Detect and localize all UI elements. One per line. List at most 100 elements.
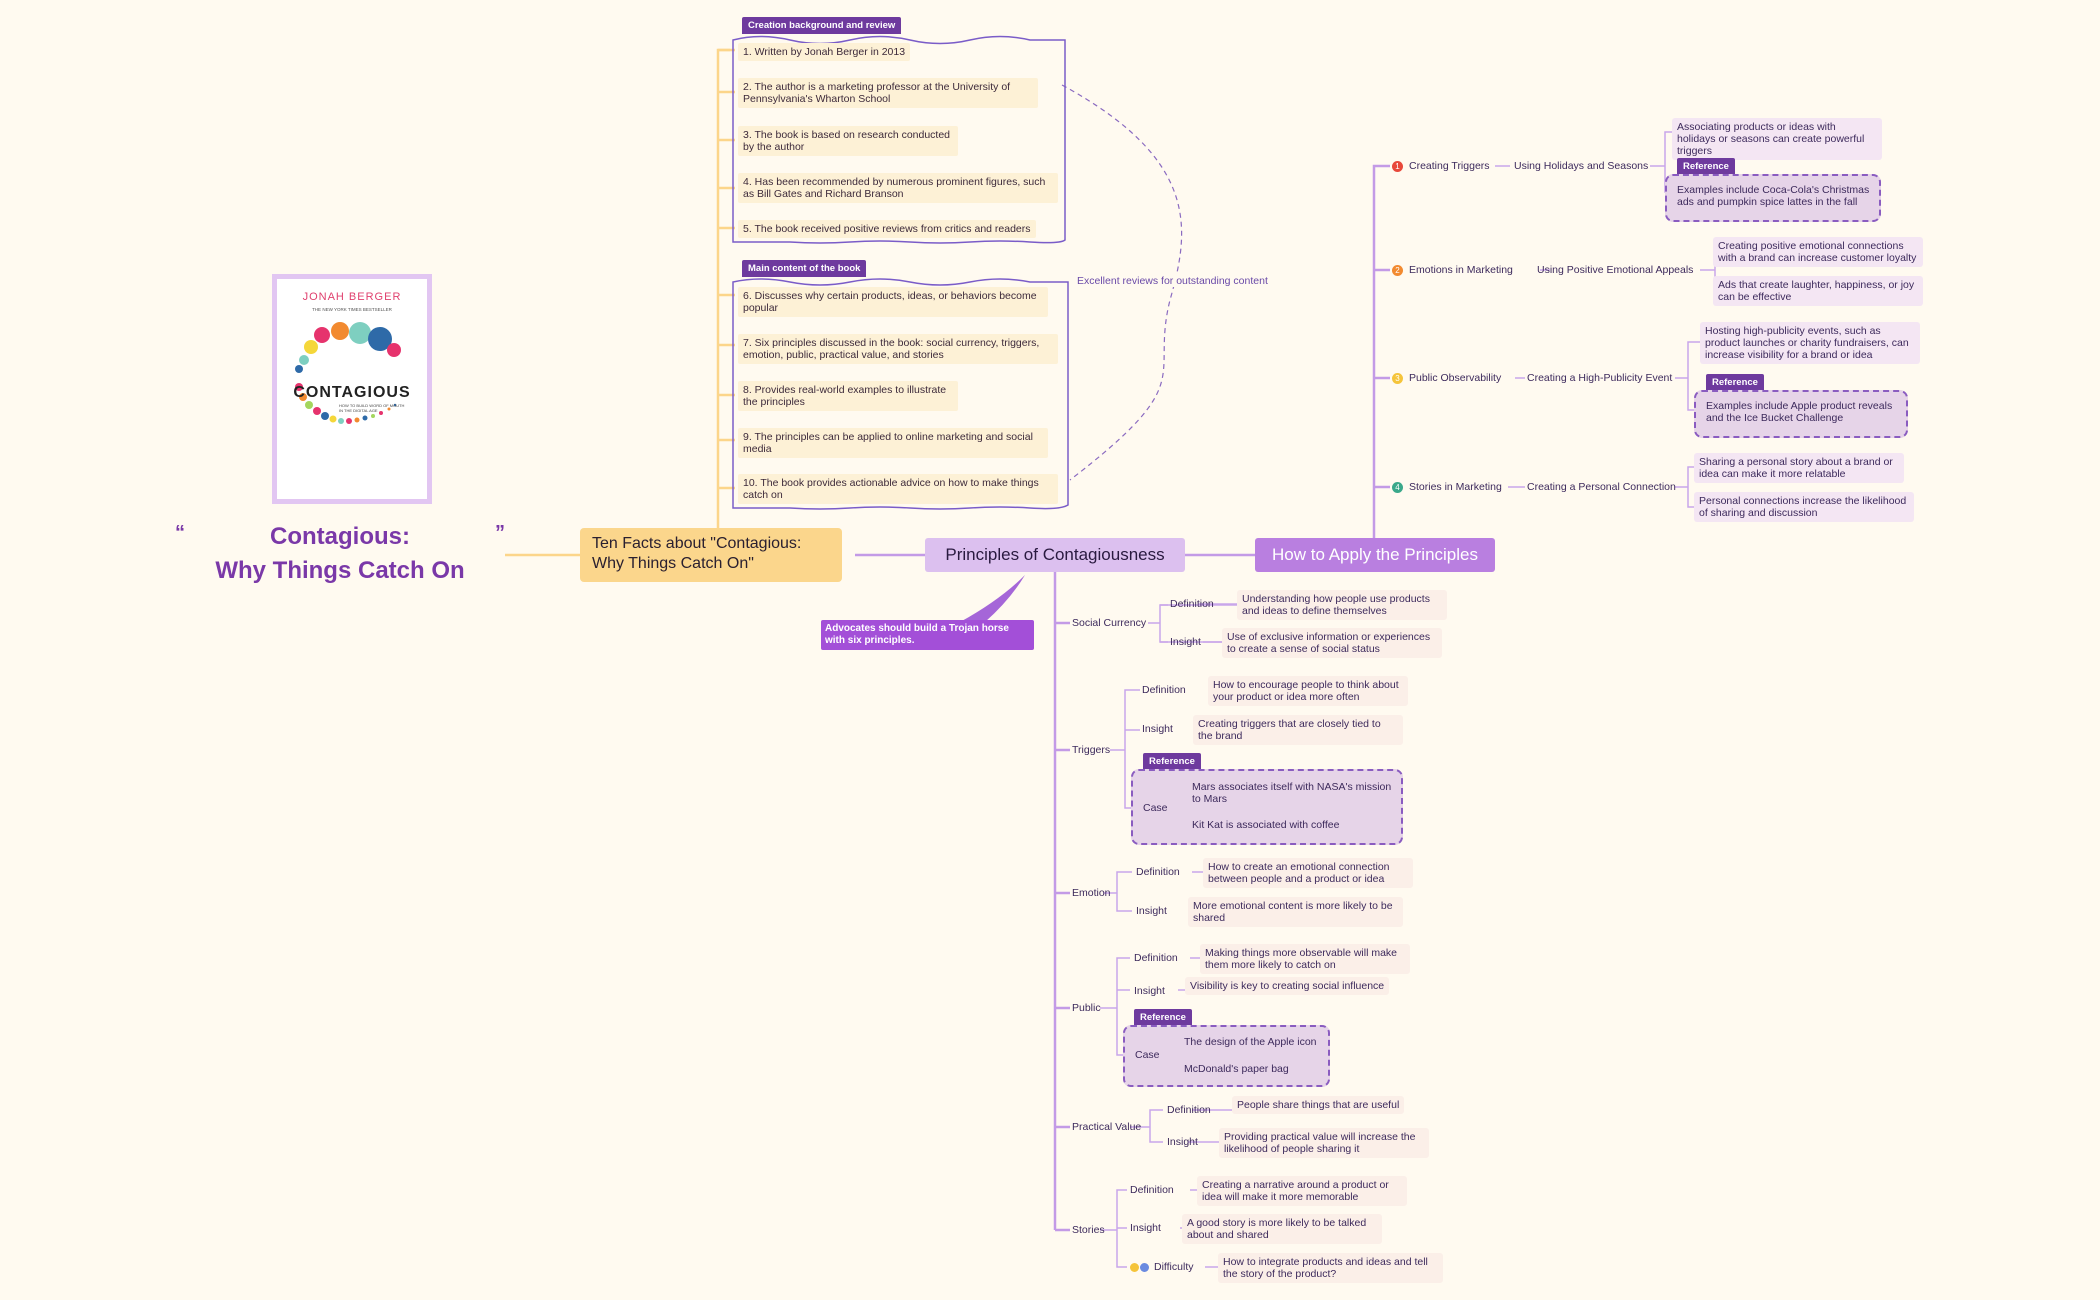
facts-boundary-1 bbox=[732, 35, 1066, 244]
apply-node[interactable]: How to Apply the Principles bbox=[1255, 538, 1495, 572]
principles-title: Principles of Contagiousness bbox=[945, 545, 1165, 564]
principle-stories[interactable]: Stories bbox=[1072, 1224, 1105, 1236]
priority-3-icon: 3 bbox=[1392, 372, 1403, 384]
public-case-label[interactable]: Case bbox=[1135, 1049, 1160, 1061]
public-insight-label[interactable]: Insight bbox=[1134, 985, 1165, 997]
apply-3-reference-box[interactable] bbox=[1694, 390, 1908, 438]
triggers-reference-box[interactable] bbox=[1131, 769, 1403, 845]
callout-text: Advocates should build a Trojan horse wi… bbox=[825, 623, 1009, 646]
fact-1[interactable]: 1. Written by Jonah Berger in 2013 bbox=[738, 43, 911, 61]
cover-art bbox=[295, 322, 401, 424]
fact-7[interactable]: 7. Six principles discussed in the book:… bbox=[738, 334, 1058, 364]
apply-1-reference-box[interactable] bbox=[1665, 174, 1881, 222]
fact-4[interactable]: 4. Has been recommended by numerous prom… bbox=[738, 173, 1058, 203]
stories-definition[interactable]: Creating a narrative around a product or… bbox=[1197, 1176, 1407, 1206]
facts-group-1-tag[interactable]: Creation background and review bbox=[742, 17, 902, 34]
social-currency-insight[interactable]: Use of exclusive information or experien… bbox=[1222, 628, 1442, 658]
sub-connectors bbox=[1100, 131, 1720, 1268]
practical-insight[interactable]: Providing practical value will increase … bbox=[1219, 1128, 1429, 1158]
triggers-case-1[interactable]: Mars associates itself with NASA's missi… bbox=[1192, 781, 1392, 805]
fact-9[interactable]: 9. The principles can be applied to onli… bbox=[738, 428, 1048, 458]
stories-definition-label[interactable]: Definition bbox=[1130, 1184, 1174, 1196]
apply-item-4-name: Stories in Marketing bbox=[1409, 481, 1502, 493]
triggers-definition-label[interactable]: Definition bbox=[1142, 684, 1186, 696]
emotion-insight[interactable]: More emotional content is more likely to… bbox=[1188, 897, 1403, 927]
stories-difficulty-label[interactable]: Difficulty bbox=[1130, 1261, 1193, 1273]
apply-title: How to Apply the Principles bbox=[1272, 545, 1478, 564]
fact-3[interactable]: 3. The book is based on research conduct… bbox=[738, 126, 958, 156]
trojan-horse-callout[interactable]: Advocates should build a Trojan horse wi… bbox=[821, 620, 1034, 650]
triggers-reference-tag[interactable]: Reference bbox=[1143, 753, 1201, 770]
apply-3-reference-tag[interactable]: Reference bbox=[1706, 374, 1764, 391]
title-line-1: Contagious: bbox=[270, 523, 410, 550]
cover-subtitle: HOW TO BUILD WORD OF MOUTH IN THE DIGITA… bbox=[339, 403, 405, 413]
facts-boundary-2 bbox=[732, 278, 1069, 510]
quote-open: “ bbox=[175, 522, 185, 544]
book-cover[interactable]: JONAH BERGER THE NEW YORK TIMES BESTSELL… bbox=[272, 274, 432, 504]
apply-1-reference-tag[interactable]: Reference bbox=[1677, 158, 1735, 175]
stories-insight[interactable]: A good story is more likely to be talked… bbox=[1182, 1214, 1382, 1244]
ten-facts-title: Ten Facts about "Contagious: Why Things … bbox=[592, 535, 802, 572]
practical-definition[interactable]: People share things that are useful bbox=[1232, 1096, 1405, 1114]
facts-group-2-tag[interactable]: Main content of the book bbox=[742, 260, 867, 277]
public-reference-tag[interactable]: Reference bbox=[1134, 1009, 1192, 1026]
public-definition[interactable]: Making things more observable will make … bbox=[1200, 944, 1410, 974]
social-currency-definition[interactable]: Understanding how people use products an… bbox=[1237, 590, 1447, 620]
cover-title: CONTAGIOUS bbox=[293, 384, 411, 401]
ten-facts-node[interactable]: Ten Facts about "Contagious: Why Things … bbox=[580, 528, 842, 582]
apply-2-leaf-1[interactable]: Creating positive emotional connections … bbox=[1713, 237, 1923, 267]
facts-connectors bbox=[505, 48, 735, 557]
fact-5[interactable]: 5. The book received positive reviews fr… bbox=[738, 220, 1036, 238]
triggers-case-2[interactable]: Kit Kat is associated with coffee bbox=[1192, 819, 1340, 831]
practical-insight-label[interactable]: Insight bbox=[1167, 1136, 1198, 1148]
principle-emotion[interactable]: Emotion bbox=[1072, 887, 1111, 899]
principle-social-currency[interactable]: Social Currency bbox=[1072, 617, 1147, 629]
apply-4-leaf-1[interactable]: Sharing a personal story about a brand o… bbox=[1694, 453, 1904, 483]
social-currency-definition-label[interactable]: Definition bbox=[1170, 598, 1214, 610]
apply-3-leaf-1[interactable]: Hosting high-publicity events, such as p… bbox=[1700, 322, 1920, 364]
triggers-insight-label[interactable]: Insight bbox=[1142, 723, 1173, 735]
public-case-1[interactable]: The design of the Apple icon bbox=[1184, 1036, 1317, 1048]
apply-method-3[interactable]: Creating a High-Publicity Event bbox=[1527, 372, 1673, 384]
apply-1-reference[interactable]: Examples include Coca-Cola's Christmas a… bbox=[1677, 184, 1870, 208]
root-title[interactable]: “ Contagious: Why Things Catch On ” bbox=[175, 520, 505, 588]
apply-item-2-name: Emotions in Marketing bbox=[1409, 264, 1513, 276]
apply-method-2[interactable]: Using Positive Emotional Appeals bbox=[1537, 264, 1694, 276]
emotion-insight-label[interactable]: Insight bbox=[1136, 905, 1167, 917]
public-definition-label[interactable]: Definition bbox=[1134, 952, 1178, 964]
apply-method-1[interactable]: Using Holidays and Seasons bbox=[1514, 160, 1649, 172]
social-currency-insight-label[interactable]: Insight bbox=[1170, 636, 1201, 648]
public-case-2[interactable]: McDonald's paper bag bbox=[1184, 1063, 1289, 1075]
question-icon bbox=[1140, 1262, 1149, 1272]
emotion-definition[interactable]: How to create an emotional connection be… bbox=[1203, 858, 1413, 888]
public-insight[interactable]: Visibility is key to creating social inf… bbox=[1185, 977, 1390, 995]
apply-3-reference[interactable]: Examples include Apple product reveals a… bbox=[1706, 400, 1893, 424]
principle-triggers[interactable]: Triggers bbox=[1072, 744, 1111, 756]
emotion-definition-label[interactable]: Definition bbox=[1136, 866, 1180, 878]
triggers-definition[interactable]: How to encourage people to think about y… bbox=[1208, 676, 1408, 706]
principle-practical-value[interactable]: Practical Value bbox=[1072, 1121, 1142, 1133]
triggers-case-label[interactable]: Case bbox=[1143, 802, 1168, 814]
fact-2[interactable]: 2. The author is a marketing professor a… bbox=[738, 78, 1038, 108]
practical-definition-label[interactable]: Definition bbox=[1167, 1104, 1211, 1116]
fact-10[interactable]: 10. The book provides actionable advice … bbox=[738, 474, 1058, 504]
fact-8[interactable]: 8. Provides real-world examples to illus… bbox=[738, 381, 958, 411]
principles-node[interactable]: Principles of Contagiousness bbox=[925, 538, 1185, 572]
stories-difficulty[interactable]: How to integrate products and ideas and … bbox=[1218, 1253, 1443, 1283]
stories-insight-label[interactable]: Insight bbox=[1130, 1222, 1161, 1234]
fact-6[interactable]: 6. Discusses why certain products, ideas… bbox=[738, 287, 1048, 317]
public-reference-box[interactable] bbox=[1123, 1025, 1330, 1087]
difficulty-text: Difficulty bbox=[1154, 1261, 1194, 1273]
apply-1-leaf-1[interactable]: Associating products or ideas with holid… bbox=[1672, 118, 1882, 160]
quote-close: ” bbox=[495, 522, 505, 544]
principle-public[interactable]: Public bbox=[1072, 1002, 1101, 1014]
triggers-insight[interactable]: Creating triggers that are closely tied … bbox=[1193, 715, 1403, 745]
apply-2-leaf-2[interactable]: Ads that create laughter, happiness, or … bbox=[1713, 276, 1923, 306]
apply-method-4[interactable]: Creating a Personal Connection bbox=[1527, 481, 1676, 493]
apply-4-leaf-2[interactable]: Personal connections increase the likeli… bbox=[1694, 492, 1914, 522]
relationship-label[interactable]: Excellent reviews for outstanding conten… bbox=[1077, 275, 1268, 287]
